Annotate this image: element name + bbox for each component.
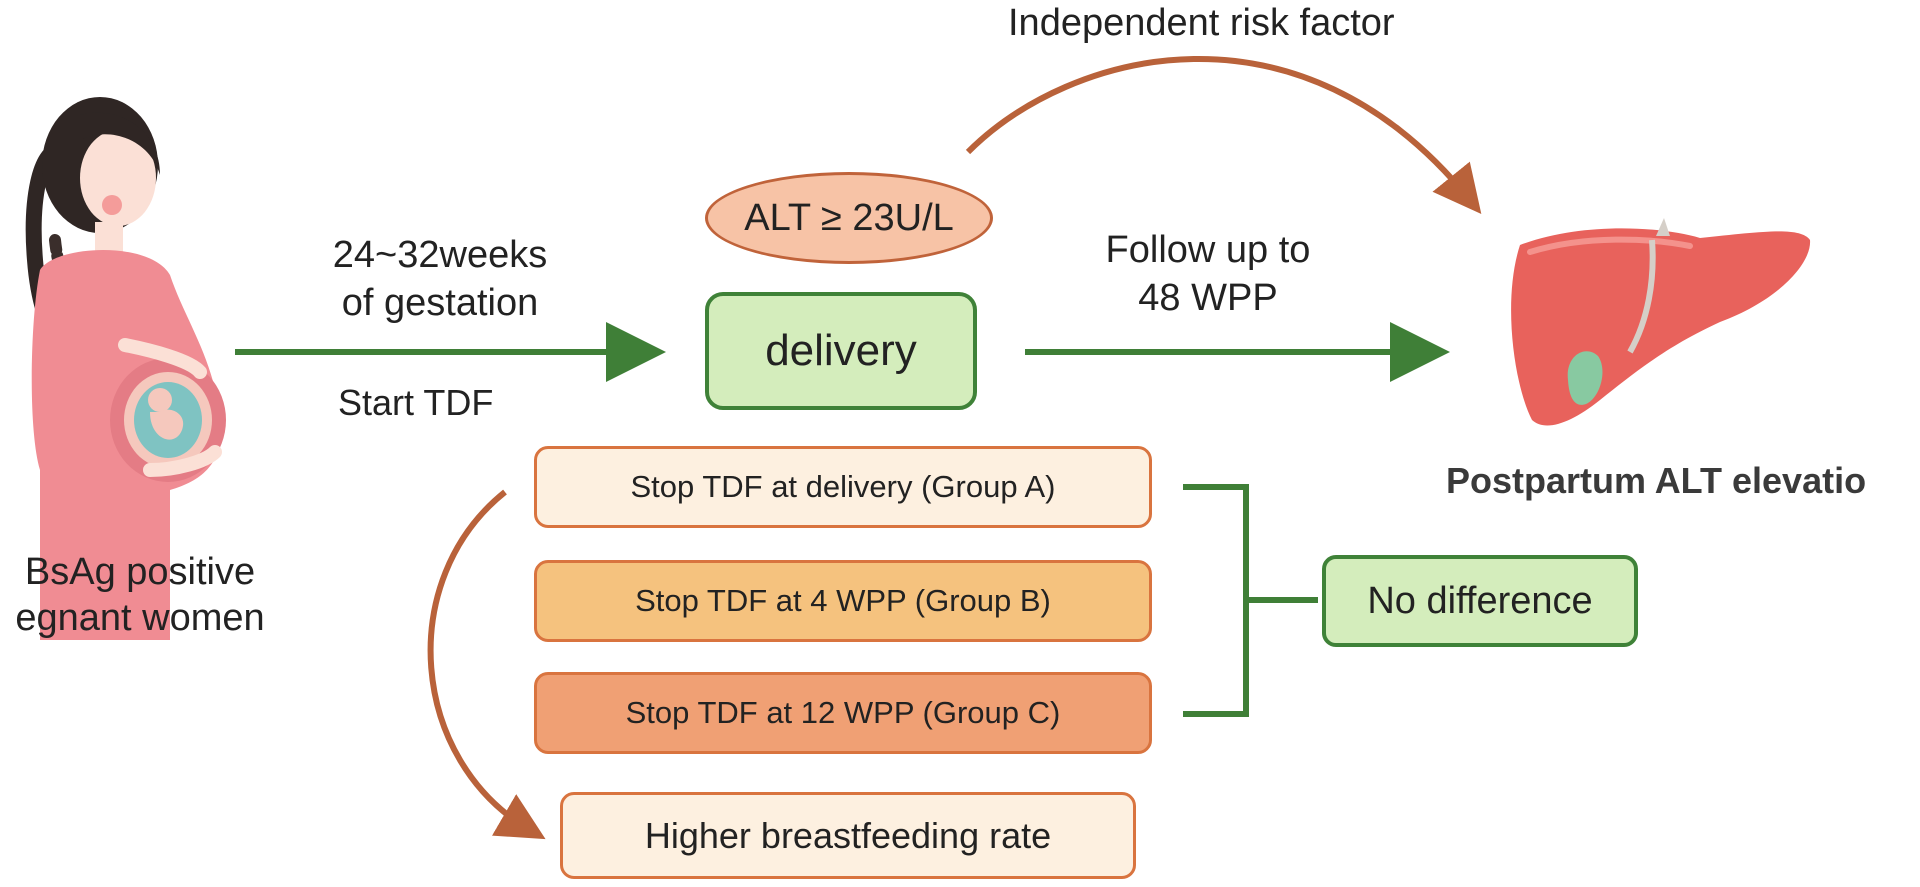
risk-factor-label: Independent risk factor [1008,2,1395,44]
gestation-line-2: of gestation [341,281,539,324]
women-line-2: egnant women [15,596,265,639]
no-difference-node: No difference [1322,555,1638,647]
gestation-label: 24~32weeks of gestation [300,232,580,327]
breastfeeding-node: Higher breastfeeding rate [560,792,1136,879]
postpartum-alt-label: Postpartum ALT elevatio [1446,460,1867,501]
alt-threshold-node: ALT ≥ 23U/L [705,172,993,264]
followup-line-2: 48 WPP [1138,276,1278,319]
gestation-line-1: 24~32weeks [332,234,548,276]
hbsag-women-label: BsAg positive egnant women [0,550,290,641]
start-tdf-label: Start TDF [338,382,494,423]
groups-bracket [1183,484,1318,717]
delivery-node: delivery [705,292,977,410]
followup-label: Follow up to 48 WPP [1078,227,1338,322]
group-a-node: Stop TDF at delivery (Group A) [534,446,1152,528]
followup-line-1: Follow up to [1105,229,1311,271]
pregnant-woman-icon [25,97,226,640]
liver-icon [1511,218,1811,426]
women-line-1: BsAg positive [24,551,256,593]
risk-factor-arrow [965,56,1482,214]
group-c-node: Stop TDF at 12 WPP (Group C) [534,672,1152,754]
breastfeeding-arrow [427,489,546,840]
group-b-node: Stop TDF at 4 WPP (Group B) [534,560,1152,642]
